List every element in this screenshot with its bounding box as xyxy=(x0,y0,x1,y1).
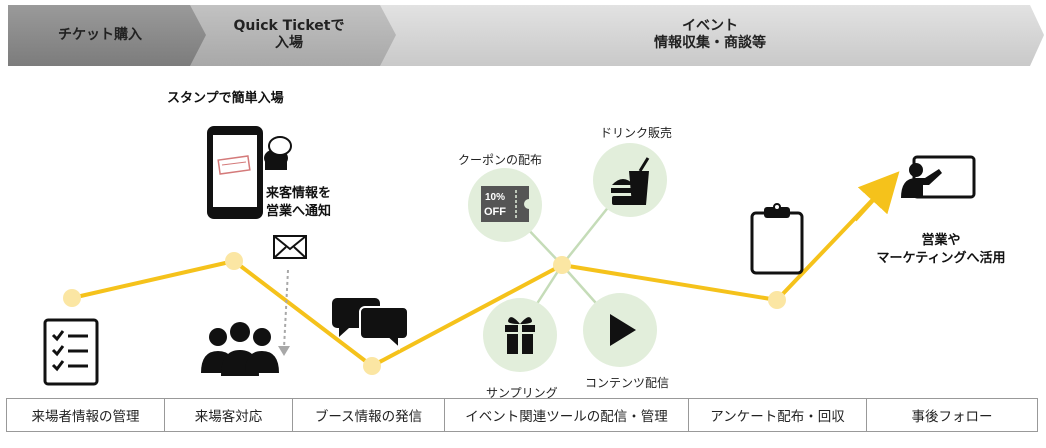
table-cell: アンケート配布・回収 xyxy=(689,399,867,431)
visitor-info-label: 来客情報を 営業へ通知 xyxy=(266,185,331,221)
header-step-1-shape xyxy=(8,5,206,66)
timeline-node xyxy=(553,256,571,274)
table-cell: 来場客対応 xyxy=(165,399,293,431)
table-cell: ブース情報の発信 xyxy=(293,399,445,431)
header-step-3-line1: イベント xyxy=(682,18,738,34)
timeline-node xyxy=(225,252,243,270)
stamp-entry-label: スタンプで簡単入場 xyxy=(167,91,284,106)
header-step-2-line2: 入場 xyxy=(275,35,303,51)
bottom-category-table: 来場者情報の管理 来場客対応 ブース情報の発信 イベント関連ツールの配信・管理 … xyxy=(6,398,1038,432)
presentation-icon xyxy=(901,155,976,199)
header-step-3-line2: 情報収集・商談等 xyxy=(654,35,766,51)
coupon-badge-line2: OFF xyxy=(484,206,506,218)
table-cell: 来場者情報の管理 xyxy=(7,399,165,431)
header-step-3-label: イベント 情報収集・商談等 xyxy=(600,18,820,52)
marketing-line2: マーケティングへ活用 xyxy=(876,251,1006,266)
header-step-2-line1: Quick Ticketで xyxy=(233,18,345,34)
smartphone-icon xyxy=(207,126,263,219)
people-icon xyxy=(201,322,279,376)
play-icon xyxy=(610,314,636,346)
coupon-badge-line1: 10% xyxy=(485,192,505,203)
gift-icon xyxy=(505,317,535,354)
table-cell: 事後フォロー xyxy=(911,409,993,425)
table-cell: イベント関連ツールの配信・管理 xyxy=(445,399,689,431)
visitor-info-line2: 営業へ通知 xyxy=(266,204,332,219)
content-label: コンテンツ配信 xyxy=(585,376,670,390)
checklist-icon xyxy=(43,318,99,386)
timeline-nodes xyxy=(63,252,786,375)
coupon-icon: 10% OFF xyxy=(481,186,529,222)
coupon-label: クーポンの配布 xyxy=(458,153,543,167)
clipboard-icon xyxy=(750,203,804,275)
header-step-2-shape xyxy=(178,5,396,66)
timeline-node xyxy=(363,357,381,375)
header-step-1-label: チケット購入 xyxy=(40,27,160,44)
timeline-arrow xyxy=(853,171,900,222)
marketing-label: 営業や マーケティングへ活用 xyxy=(866,232,1016,268)
envelope-icon xyxy=(273,235,307,259)
notify-arrowhead xyxy=(278,346,290,356)
timeline-node xyxy=(768,291,786,309)
marketing-line1: 営業や xyxy=(921,233,961,248)
drink-icon xyxy=(611,157,650,205)
timeline-line xyxy=(71,190,882,368)
timeline-node xyxy=(63,289,81,307)
notify-dotted-arrow xyxy=(283,269,289,349)
chat-icon xyxy=(332,298,409,351)
header-step-3-shape xyxy=(370,5,1044,66)
header-step-2-label: Quick Ticketで 入場 xyxy=(204,18,374,52)
header-step-1-line1: チケット購入 xyxy=(58,27,142,43)
drink-label: ドリンク販売 xyxy=(600,126,673,140)
sampling-label: サンプリング xyxy=(486,386,558,400)
visitor-info-line1: 来客情報を xyxy=(266,186,332,201)
stamp-icon xyxy=(264,136,292,170)
